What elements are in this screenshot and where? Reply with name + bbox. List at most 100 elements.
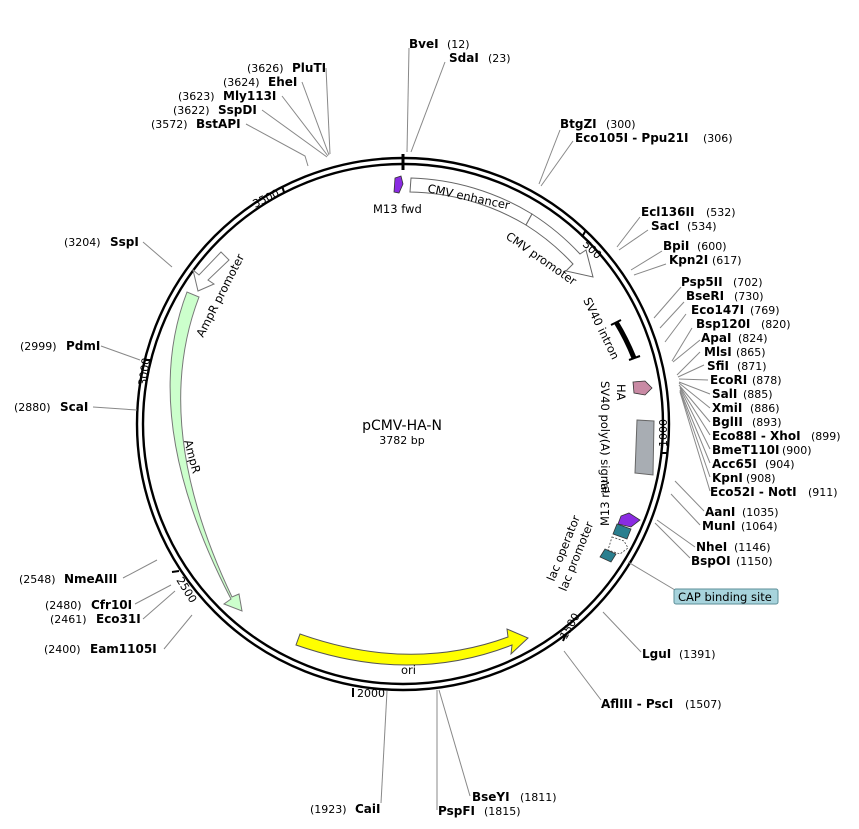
leader-lines (92, 47, 711, 810)
site-bstapi: (3572) BstAPI (151, 117, 241, 131)
leader-psp5ii (653, 286, 682, 319)
site-pos-bsp120i: (820) (761, 318, 791, 331)
ha-marker (632, 380, 653, 396)
site-pos-mlsi: (865) (736, 346, 766, 359)
leader-pdmi (100, 345, 141, 361)
site-pos-sdai: (23) (488, 52, 511, 65)
leader-eco88i (679, 386, 711, 436)
plasmid-length: 3782 bp (379, 434, 424, 447)
sv40-intron-label: SV40 intron (580, 295, 622, 362)
site-pos-nhei: (1146) (734, 541, 771, 554)
site-pos-saci: (534) (687, 220, 717, 233)
site-pos-caii: (1923) (310, 803, 347, 816)
site-bmet110i: BmeT110I (900) (712, 443, 812, 457)
site-pos-bseri: (730) (734, 290, 764, 303)
site-name-bsp120i: Bsp120I (696, 317, 750, 331)
site-name-bpii: BpiI (663, 239, 689, 253)
site-pos-bstapi: (3572) (151, 118, 188, 131)
cmv-promoter-arrow (525, 213, 594, 278)
site-name-acc65i: Acc65I (712, 457, 757, 471)
leader-eco147i (664, 313, 687, 343)
site-muni: MunI (1064) (702, 519, 778, 533)
site-afliii-psci: AflIII - PscI (1507) (601, 697, 722, 711)
site-sspdi: (3622) SspDI (173, 103, 257, 117)
site-eco31i: (2461) Eco31I (50, 612, 141, 626)
tick-mark-1500 (562, 633, 567, 642)
leader-aani (674, 480, 705, 512)
site-pos-aani: (1035) (742, 506, 779, 519)
sv40-polya-label: SV40 poly(A) signal (598, 381, 612, 493)
leader-eco105i (540, 140, 574, 187)
tick-label-3500: 3500 (251, 187, 282, 211)
site-acc65i: Acc65I (904) (712, 457, 795, 471)
leader-saci (618, 229, 649, 251)
tick-mark-3500 (281, 185, 285, 193)
leader-sali (678, 381, 711, 395)
site-pos-kpni: (908) (746, 472, 776, 485)
site-name-eco88i-xhoi: Eco88I - XhoI (712, 429, 801, 443)
site-caii: (1923) CaiI (310, 802, 380, 816)
site-pos-pdmi: (2999) (20, 340, 57, 353)
site-name-eco105i: Eco105I - Ppu21I (575, 131, 689, 145)
site-name-mlsi: MlsI (704, 345, 732, 359)
m13-rev-label: M13 rev (598, 479, 612, 526)
site-pos-eam1105i: (2400) (44, 643, 81, 656)
site-pos-eco52i-noti: (911) (808, 486, 838, 499)
site-cfr10i: (2480) Cfr10I (45, 598, 132, 612)
sv40-polya-block (634, 419, 655, 476)
site-pdmi: (2999) PdmI (20, 339, 100, 353)
site-pos-eco88i-xhoi: (899) (811, 430, 841, 443)
site-mlsi: MlsI (865) (704, 345, 766, 359)
plasmid-name: pCMV-HA-N (362, 418, 442, 434)
leader-bpii (630, 250, 663, 271)
site-pos-psp5ii: (702) (733, 276, 763, 289)
cap-binding-site-label: CAP binding site (678, 590, 772, 604)
site-ecl136ii: Ecl136II (532) (641, 205, 736, 219)
sv40-intron-cap-end (628, 355, 641, 361)
leader-acc65i (679, 389, 711, 464)
site-name-eam1105i: Eam1105I (90, 642, 157, 656)
site-pos-bseyi: (1811) (520, 791, 557, 804)
site-pos-bglii: (893) (752, 416, 782, 429)
leader-sdai (410, 61, 446, 153)
site-nhei: NheI (1146) (696, 540, 771, 554)
site-name-kpni: KpnI (712, 471, 743, 485)
leader-kpni (679, 390, 711, 478)
site-sali: SalI (885) (712, 387, 773, 401)
site-name-bspoi: BspOI (691, 554, 731, 568)
sv40-intron-cap-start (610, 319, 622, 326)
leader-bvei (406, 47, 410, 153)
ampr-promoter-arrow (192, 251, 230, 292)
site-name-aani: AanI (705, 505, 735, 519)
site-name-bglii: BglII (712, 415, 743, 429)
leader-bglii (678, 384, 711, 423)
site-pos-pluti: (3626) (247, 62, 284, 75)
site-bpii: BpiI (600) (663, 239, 727, 253)
site-pos-cfr10i: (2480) (45, 599, 82, 612)
site-pos-lgui: (1391) (679, 648, 716, 661)
site-bsp120i: Bsp120I (820) (696, 317, 791, 331)
leader-eam1105i (163, 614, 193, 650)
site-name-pdmi: PdmI (66, 339, 100, 353)
site-bseyi: BseYI (1811) (472, 790, 557, 804)
leader-bspoi (654, 522, 691, 559)
leader-apai (672, 339, 701, 363)
site-name-cfr10i: Cfr10I (91, 598, 132, 612)
site-name-scai: ScaI (60, 400, 88, 414)
site-pos-ecori: (878) (752, 374, 782, 387)
site-name-bstapi: BstAPI (196, 117, 241, 131)
site-sdai: SdaI (23) (449, 51, 511, 65)
lac-promoter-marker (599, 548, 617, 563)
site-pluti: (3626) PluTI (247, 61, 326, 75)
tick-label-2000: 2000 (357, 687, 385, 700)
site-name-btgzi: BtgZI (560, 117, 597, 131)
ha-label: HA (614, 384, 628, 401)
site-pos-mly113i: (3623) (178, 90, 215, 103)
site-pos-sspdi: (3622) (173, 104, 210, 117)
site-apai: ApaI (824) (701, 331, 768, 345)
leader-cfr10i (134, 584, 172, 605)
leader-ecl136ii (616, 216, 641, 248)
site-pos-nmeaiii: (2548) (19, 573, 56, 586)
site-name-bvei: BveI (409, 37, 439, 51)
